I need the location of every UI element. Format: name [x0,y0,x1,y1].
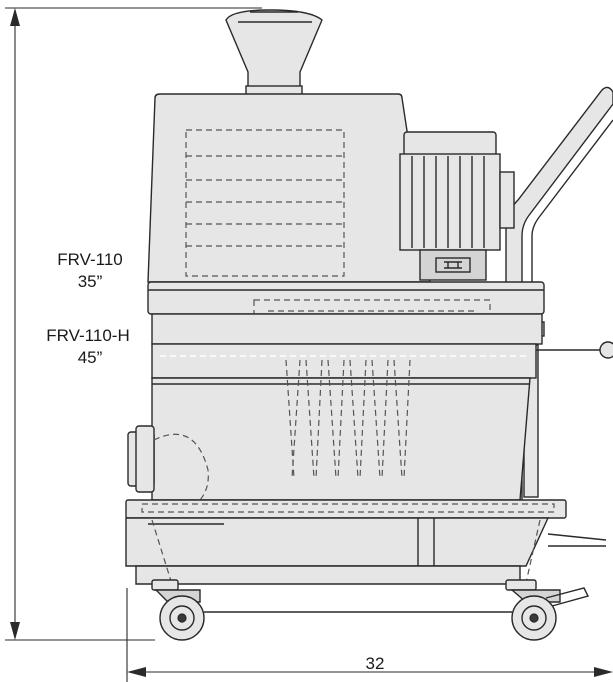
mid-flange [147,281,545,345]
height-standard-label: 35” [77,272,103,291]
upper-housing [147,93,431,283]
width-label: 32 [365,654,385,673]
base-tray [125,499,607,611]
left-caster [151,579,205,641]
width-dimension-line [126,588,613,682]
model-high-label: FRV-110-H [46,326,130,345]
motor [399,131,515,281]
height-high-label: 45” [77,348,103,367]
right-caster [505,579,590,641]
height-dimension-line [5,7,262,641]
hopper [225,9,323,97]
container [127,343,537,501]
model-standard-label: FRV-110 [57,250,123,269]
